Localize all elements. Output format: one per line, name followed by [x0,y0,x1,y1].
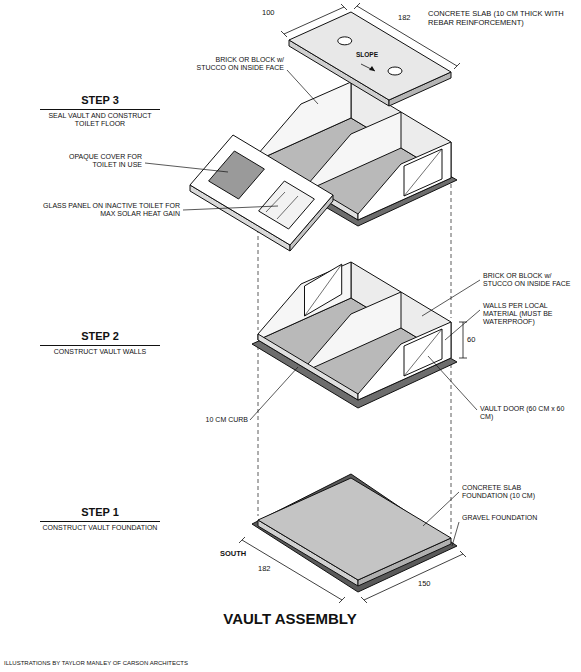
step3-vault-part [190,135,333,245]
callout-note: BRICK OR BLOCK w/ STUCCO ON INSIDE FACE [188,56,284,72]
leader-lines-part [428,356,477,410]
leader-lines-part [422,280,480,316]
dimension: 182 [398,14,411,23]
callout-note: CONCRETE SLAB FOUNDATION (10 CM) [462,484,567,500]
step3-vault-part [388,67,402,75]
step-heading: STEP 1 [40,506,160,522]
callout-note: GRAVEL FOUNDATION [462,514,557,522]
dimension-lines-part [239,537,245,543]
leader-lines-part [250,367,298,420]
step3-vault-part [361,64,375,71]
callout-note: BRICK OR BLOCK w/ STUCCO ON INSIDE FACE [483,272,575,288]
callout-note: WALLS PER LOCAL MATERIAL (MUST BE WATERP… [483,302,575,326]
step2-vault-walls-part [404,329,442,376]
dimension-lines-part [281,31,287,37]
slope-mark: SLOPE [356,51,378,58]
step-subheading: SEAL VAULT AND CONSTRUCT TOILET FLOOR [40,112,160,128]
callout-note: OPAQUE COVER FOR TOILET IN USE [52,153,142,169]
dimension-lines-part [242,540,342,600]
dimension-lines-part [459,358,467,359]
step2-vault-walls-part [305,264,342,316]
step-subheading: CONSTRUCT VAULT FOUNDATION [40,524,160,532]
dimension: 100 [262,9,275,18]
step3-vault-part [308,112,401,190]
step3-vault [190,12,457,251]
credit-caption: ILLUSTRATIONS BY TAYLOR MANLEY OF CARSON… [4,660,188,667]
dimension-lines-part [341,4,347,10]
step2-vault-walls-part [258,262,351,340]
leader-lines-part [452,522,459,546]
leader-lines-part [145,163,228,172]
step2-vault-walls-part [358,322,451,400]
step2-vault-walls-part [305,264,342,316]
step2-vault-walls [252,262,457,408]
dimension-lines-part [339,597,345,603]
step3-vault-part [404,149,442,196]
guide-dashes-part [258,346,259,516]
dimension-lines-part [460,551,466,557]
dimension: 150 [418,580,431,589]
step3-vault-part [369,66,375,71]
step2-vault-walls-part [404,329,442,376]
step3-vault-part [209,151,265,199]
dimension-lines-part [454,63,460,69]
leader-lines [145,70,480,546]
step3-vault-part [277,196,298,219]
dimension: 182 [258,565,271,574]
step3-vault-part [289,12,451,100]
step1-foundation-part [258,478,451,580]
leader-lines-part [423,492,459,526]
callout-note: GLASS PANEL ON INACTIVE TOILET FOR MAX S… [40,202,180,218]
step3-vault-part [358,142,451,220]
dimension-lines-part [354,3,360,9]
dimension-lines [239,3,467,603]
step-subheading: CONSTRUCT VAULT WALLS [40,348,160,356]
step2-vault-walls-part [258,334,358,400]
callout-note: CONCRETE SLAB (10 CM THICK WITH REBAR RE… [428,10,573,27]
dimension-lines-part [364,554,463,600]
step-heading: STEP 2 [40,330,160,346]
dimension-lines-part [361,597,367,603]
guide-dashes-part [451,364,452,534]
leader-lines-part [287,70,318,104]
dimension-lines-part [463,322,464,358]
step3-vault-part [338,37,352,45]
step3-vault-part [259,181,315,229]
compass-label: SOUTH [220,550,246,559]
dimension-lines-part [284,7,344,34]
step-heading: STEP 3 [40,94,160,110]
dimension: 60 [467,336,475,345]
callout-note: VAULT DOOR (60 CM x 60 CM) [480,405,572,421]
leader-lines-part [183,206,278,210]
step3-vault-part [404,149,442,196]
step1-foundation-part [252,474,457,592]
callout-note: 10 CM CURB [200,416,248,424]
step2-vault-walls-part [308,292,401,370]
step1-foundation [252,474,457,592]
step3-vault-part [258,82,351,160]
step3-vault-part [266,192,285,212]
figure-title: VAULT ASSEMBLY [140,610,440,627]
